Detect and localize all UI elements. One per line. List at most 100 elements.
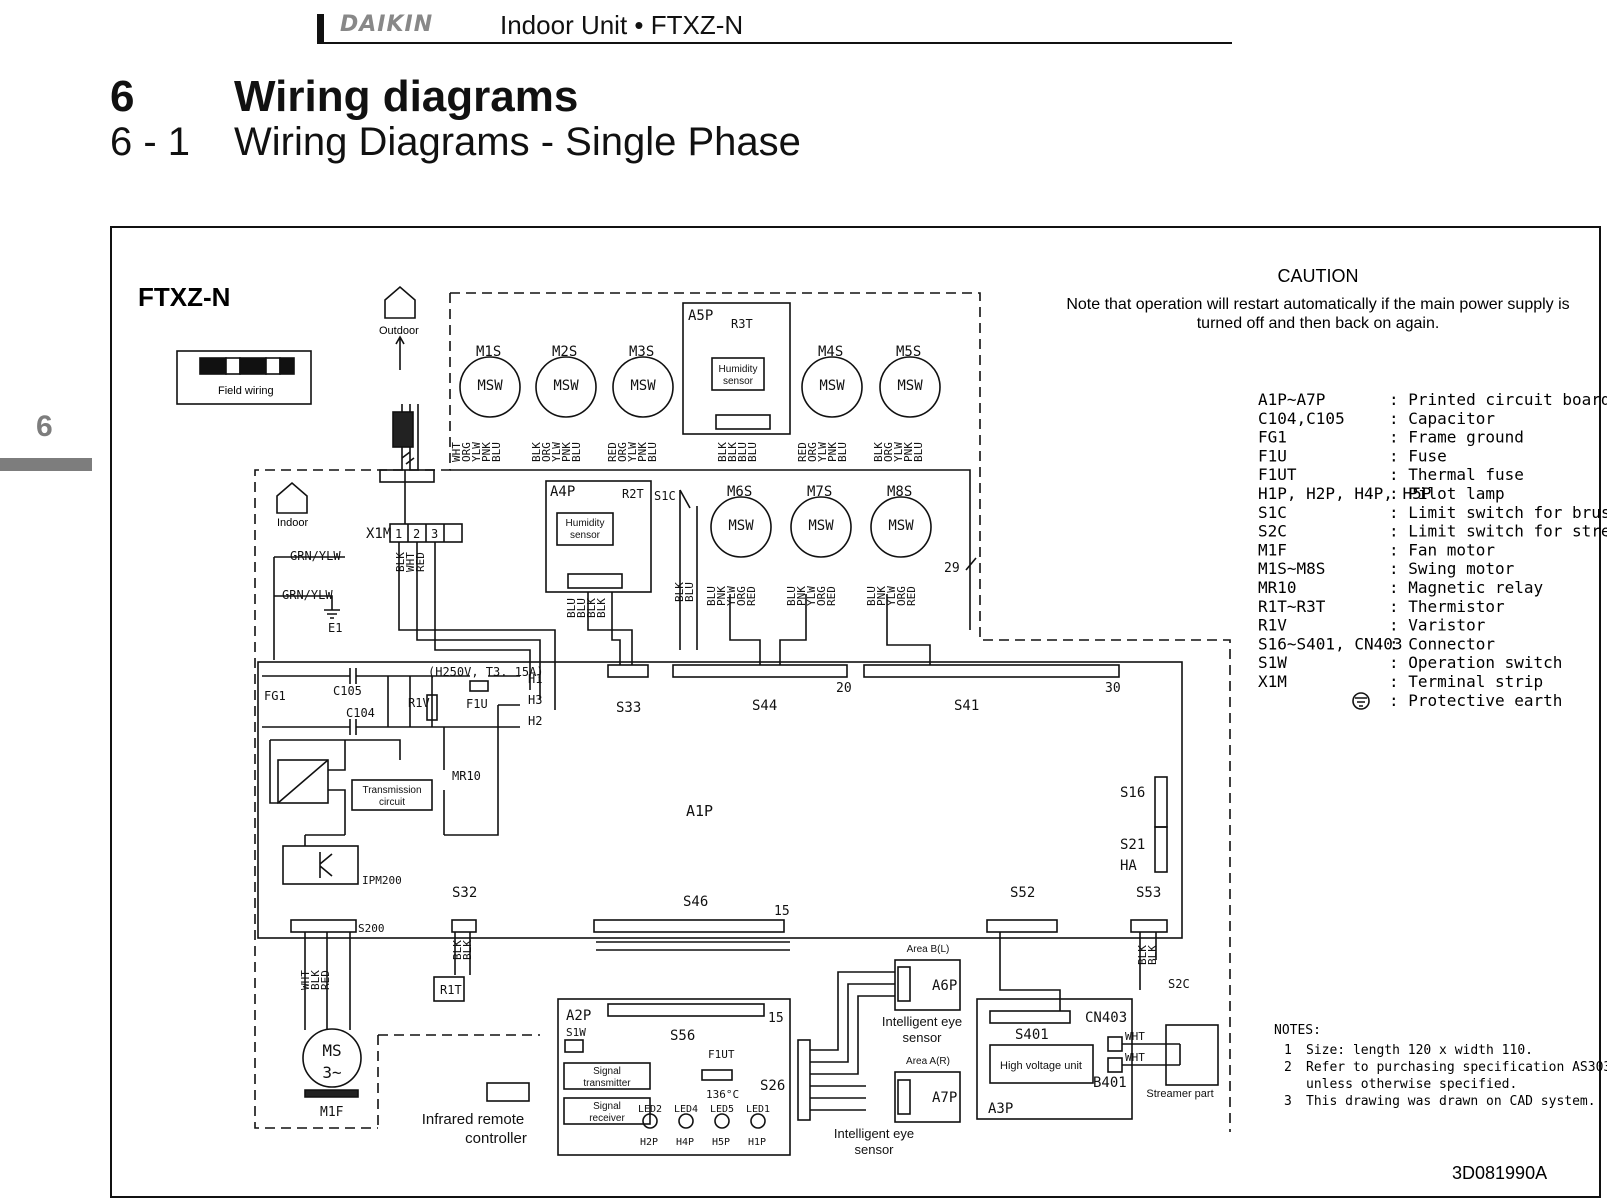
legend-code: F1UT — [1258, 465, 1297, 484]
wire-color-label: BLU — [565, 598, 578, 618]
legend-code: F1U — [1258, 446, 1287, 465]
led5-label: LED5 — [710, 1104, 734, 1115]
a5p-humidity-1: Humidity — [719, 364, 758, 375]
wire-color-label: RED — [414, 552, 427, 572]
legend-code: FG1 — [1258, 428, 1287, 447]
legend-code: R1T~R3T — [1258, 597, 1326, 616]
s46-label: S46 — [683, 894, 708, 910]
a4p-label: A4P — [550, 484, 575, 500]
m1s-label: M1S — [476, 344, 501, 360]
temp-label: 136°C — [706, 1088, 739, 1101]
wire-color-label: ORG — [735, 586, 748, 606]
wire-color-label: BLU — [705, 586, 718, 606]
a4p-humidity-1: Humidity — [566, 518, 605, 529]
ipm200-label: IPM200 — [362, 874, 402, 887]
wire-color-label: RED — [745, 586, 758, 606]
m8s-label: M8S — [887, 484, 912, 500]
wire-color-label: BLU — [570, 442, 583, 462]
legend-desc: : Connector — [1389, 634, 1495, 653]
r3t-label: R3T — [731, 317, 753, 331]
transmission-2: circuit — [379, 797, 405, 808]
ie-sensor-a-2: sensor — [854, 1142, 894, 1157]
msw-m7s: MSW — [808, 518, 834, 534]
x1m-label: X1M — [366, 526, 391, 542]
wire-color-label: WHT — [404, 552, 417, 572]
wire-29: 29 — [944, 561, 960, 576]
wire-color-label: BLU — [575, 598, 588, 618]
s1w-label: S1W — [566, 1026, 586, 1039]
wire-color-label: PNK — [636, 442, 649, 462]
m4s-label: M4S — [818, 344, 843, 360]
ie-sensor-b-1: Intelligent eye — [882, 1014, 962, 1029]
msw-m2s: MSW — [553, 378, 579, 394]
wire-color-label: ORG — [460, 442, 473, 462]
wire-color-label: YLW — [816, 442, 829, 462]
wire-color-label: ORG — [540, 442, 553, 462]
f1u-label: F1U — [466, 697, 488, 711]
a5p-humidity-2: sensor — [723, 376, 754, 387]
legend-desc: : Thermal fuse — [1389, 465, 1524, 484]
m6s-label: M6S — [727, 484, 752, 500]
header-bar — [317, 14, 324, 44]
caution-title: CAUTION — [1278, 266, 1359, 286]
wire-color-label: BLK — [451, 940, 464, 960]
r1v-label: R1V — [408, 696, 430, 710]
wire-color-label: YLW — [550, 442, 563, 462]
note-number: 2 — [1284, 1060, 1292, 1075]
signal-receiver-2: receiver — [589, 1113, 625, 1124]
r1t-label: R1T — [440, 983, 462, 997]
side-tab-bar — [0, 458, 92, 471]
s401-label: S401 — [1015, 1027, 1049, 1043]
field-wiring-label: Field wiring — [218, 385, 274, 397]
legend-code: C104,C105 — [1258, 409, 1345, 428]
wire-color-label: ORG — [815, 586, 828, 606]
wire-color-label: RED — [319, 970, 332, 990]
indoor-label: Indoor — [277, 517, 309, 529]
s52-label: S52 — [1010, 885, 1035, 901]
legend-desc: : Pilot lamp — [1389, 484, 1505, 503]
msw-m6s: MSW — [728, 518, 754, 534]
legend-code: A1P~A7P — [1258, 390, 1325, 409]
legend-code: M1S~M8S — [1258, 559, 1325, 578]
s41-30: 30 — [1105, 681, 1121, 696]
chapter-number: 6 — [110, 72, 135, 121]
wire-color-label: ORG — [895, 586, 908, 606]
cn403-label: CN403 — [1085, 1010, 1127, 1026]
wire-color-label: YLW — [892, 442, 905, 462]
wire-color-label: YLW — [470, 442, 483, 462]
a2p-label: A2P — [566, 1008, 591, 1024]
s33-label: S33 — [616, 700, 641, 716]
h3-label: H3 — [528, 693, 542, 707]
wire-color-label: BLU — [912, 442, 925, 462]
wire-color-label: WHT — [299, 970, 312, 990]
legend-desc: : Varistor — [1389, 616, 1486, 635]
h2-label: H2 — [528, 714, 542, 728]
legend-code: X1M — [1258, 672, 1287, 691]
s16-label: S16 — [1120, 785, 1145, 801]
wire-color-label: PNK — [902, 442, 915, 462]
e1-label: E1 — [328, 621, 342, 635]
area-a-label: Area A(R) — [906, 1056, 950, 1067]
legend-desc: : Terminal strip — [1389, 672, 1543, 691]
legend-desc: : Printed circuit board — [1389, 390, 1607, 409]
legend-desc: : Fan motor — [1389, 540, 1495, 559]
led2-label: LED2 — [638, 1104, 662, 1115]
r2t-label: R2T — [622, 487, 644, 501]
signal-receiver-1: Signal — [593, 1101, 621, 1112]
wire-color-label: RED — [905, 586, 918, 606]
s32-label: S32 — [452, 885, 477, 901]
outdoor-label: Outdoor — [379, 325, 419, 337]
legend-code: S1W — [1258, 653, 1287, 672]
h5p-label: H5P — [712, 1137, 730, 1148]
wire-color-label: BLU — [490, 442, 503, 462]
msw-m4s: MSW — [819, 378, 845, 394]
legend-desc: : Protective earth — [1389, 691, 1562, 710]
s53-label: S53 — [1136, 885, 1161, 901]
s44-20: 20 — [836, 681, 852, 696]
side-tab-number: 6 — [36, 410, 53, 443]
note-number: 3 — [1284, 1094, 1292, 1109]
legend-desc: : Limit switch for streamer — [1389, 522, 1607, 541]
legend-code: M1F — [1258, 540, 1287, 559]
h1p-label: H1P — [748, 1137, 766, 1148]
